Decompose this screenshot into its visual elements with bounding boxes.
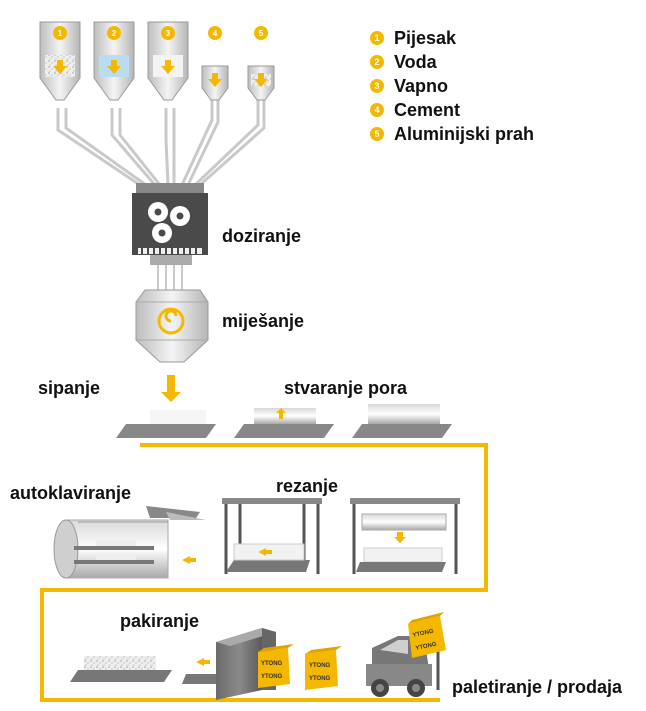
legend-label: Aluminijski prah — [394, 123, 535, 144]
svg-text:YTONG: YTONG — [261, 661, 283, 667]
legend-item: 4 Cement — [370, 99, 460, 121]
step-label-dosing: doziranje — [222, 226, 302, 246]
packing-arrow — [196, 658, 210, 666]
legend-item: 5 Aluminijski prah — [370, 123, 534, 145]
svg-text:5: 5 — [259, 29, 264, 38]
forklift: YTONG YTONG — [366, 612, 446, 697]
svg-text:YTONG: YTONG — [412, 629, 434, 639]
step-label-cutting: rezanje — [276, 476, 339, 496]
mould-2 — [234, 408, 334, 438]
step-label-mixing: miješanje — [222, 311, 305, 331]
legend-number: 1 — [370, 31, 384, 45]
legend-number: 3 — [370, 79, 384, 93]
pour-arrow — [161, 375, 181, 402]
step-label-palletizing: paletiranje / prodaja — [452, 677, 623, 697]
silo-2: 2 — [93, 21, 135, 101]
svg-text:YTONG: YTONG — [309, 676, 331, 682]
silo-5: 5 — [247, 26, 275, 101]
step-label-pouring: sipanje — [38, 378, 101, 398]
legend-label: Vapno — [394, 75, 449, 96]
step-label-pore-forming: stvaranje pora — [284, 378, 408, 398]
legend-label: Pijesak — [394, 27, 457, 48]
autoclave — [53, 506, 206, 579]
svg-text:3: 3 — [166, 29, 171, 38]
legend-item: 1 Pijesak — [370, 27, 456, 49]
block-2: YTONG YTONG — [305, 646, 342, 690]
dosing-unit — [132, 183, 208, 265]
conveyor-path — [40, 443, 488, 702]
block-1: YTONG YTONG — [258, 644, 294, 688]
legend-number: 4 — [370, 103, 384, 117]
legend-label: Voda — [394, 51, 437, 72]
feed-pipes — [56, 100, 266, 187]
legend-label: Cement — [394, 99, 461, 120]
mould-1 — [116, 410, 216, 438]
legend-item: 2 Voda — [370, 51, 437, 73]
svg-text:1: 1 — [58, 29, 63, 38]
step-label-packing: pakiranje — [120, 611, 200, 631]
mixer — [135, 289, 209, 363]
svg-text:4: 4 — [213, 29, 218, 38]
svg-text:YTONG: YTONG — [415, 642, 437, 652]
step-label-autoclaving: autoklaviranje — [10, 483, 132, 503]
cutting-frame-2 — [350, 498, 460, 574]
dosing-to-mixer-pipes — [157, 265, 183, 290]
legend-number: 5 — [370, 127, 384, 141]
svg-text:2: 2 — [112, 29, 117, 38]
silo-1: 1 — [39, 21, 81, 101]
mould-3 — [352, 404, 452, 438]
legend-item: 3 Vapno — [370, 75, 448, 97]
legend-number: 2 — [370, 55, 384, 69]
silo-4: 4 — [201, 26, 229, 101]
packing-tray — [70, 656, 172, 682]
silo-3: 3 — [147, 21, 189, 101]
svg-text:YTONG: YTONG — [261, 674, 283, 680]
svg-text:YTONG: YTONG — [309, 663, 331, 669]
